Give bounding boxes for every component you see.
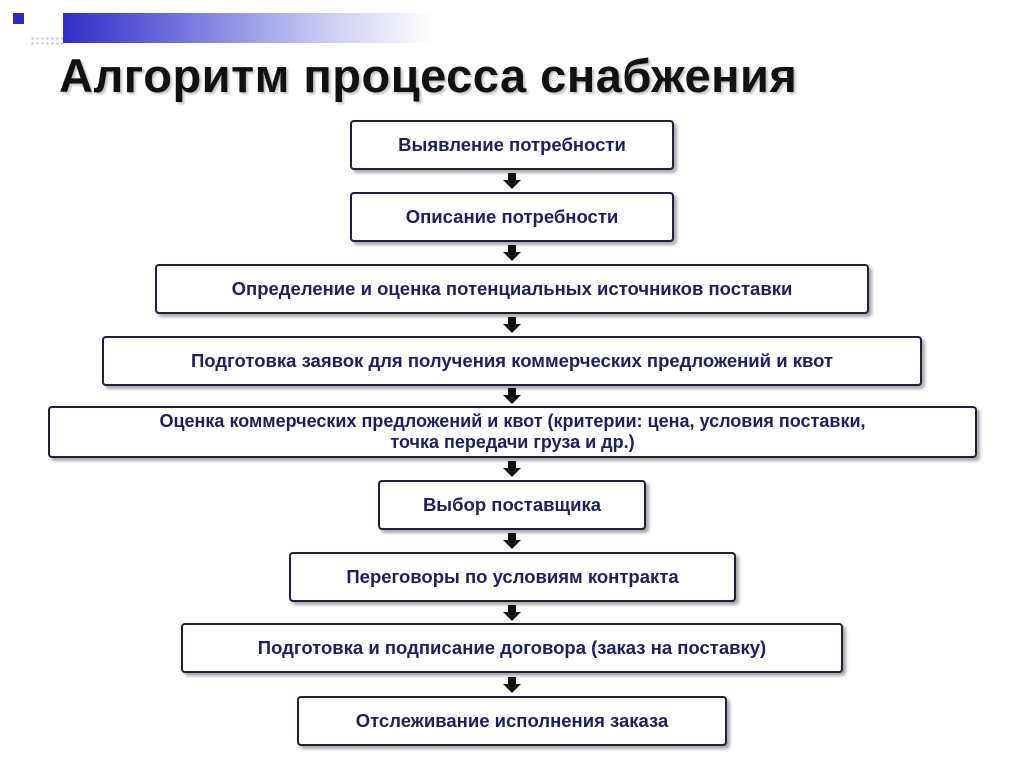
flow-step-label: Переговоры по условиям контракта: [346, 566, 679, 587]
flow-step-label: Оценка коммерческих предложений и квот (…: [159, 411, 866, 452]
flow-step-9: Отслеживание исполнения заказа: [297, 696, 727, 746]
down-arrow-icon: [503, 604, 521, 621]
page-title: Алгоритм процесса снабжения: [59, 49, 798, 102]
flow-step-2: Описание потребности: [350, 192, 674, 242]
flow-step-label: Определение и оценка потенциальных источ…: [231, 278, 793, 299]
down-arrow-icon: [503, 461, 521, 477]
accent-dots: [30, 36, 66, 46]
flow-step-1: Выявление потребности: [350, 120, 674, 170]
flow-step-label: Подготовка заявок для получения коммерче…: [191, 350, 833, 371]
flow-step-4: Подготовка заявок для получения коммерче…: [102, 336, 922, 386]
down-arrow-icon: [503, 173, 521, 189]
flow-step-3: Определение и оценка потенциальных источ…: [155, 264, 869, 314]
down-arrow-icon: [503, 533, 521, 549]
down-arrow-icon: [503, 245, 521, 261]
flow-step-6: Выбор поставщика: [378, 480, 646, 530]
flow-step-label: Отслеживание исполнения заказа: [355, 710, 669, 731]
down-arrow-icon: [503, 676, 521, 693]
flow-step-label: Подготовка и подписание договора (заказ …: [257, 637, 767, 658]
flow-step-8: Подготовка и подписание договора (заказ …: [181, 623, 843, 673]
down-arrow-icon: [503, 317, 521, 333]
flow-step-label: Выявление потребности: [398, 134, 626, 155]
accent-bar: [63, 13, 433, 43]
accent-square: [13, 13, 24, 24]
flow-step-label: Описание потребности: [405, 206, 619, 227]
flow-step-7: Переговоры по условиям контракта: [289, 552, 736, 602]
down-arrow-icon: [503, 388, 521, 404]
flow-step-label: Выбор поставщика: [422, 494, 602, 515]
flow-step-5: Оценка коммерческих предложений и квот (…: [48, 406, 977, 458]
